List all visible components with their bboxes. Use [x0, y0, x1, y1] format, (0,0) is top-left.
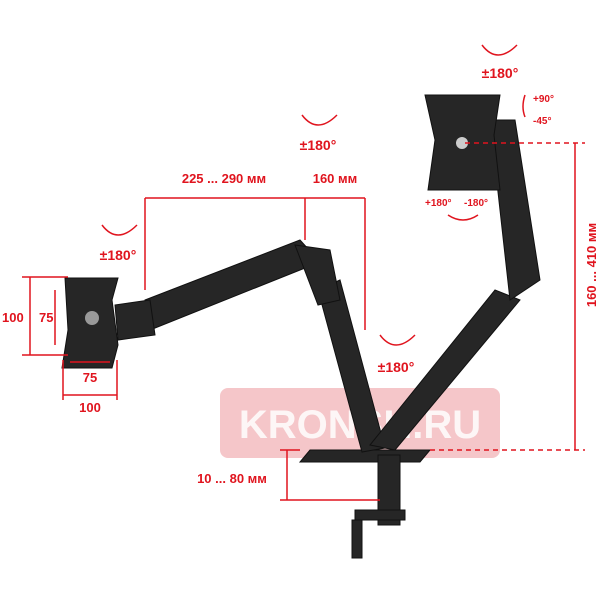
tilt-down-label: -45° — [533, 116, 551, 127]
vesa-inner-width-label: 75 — [83, 370, 97, 385]
rotate-arrow-icon — [101, 224, 138, 236]
vesa-outer-height-label: 100 — [2, 310, 24, 325]
clamp-post — [377, 454, 401, 526]
left-arm-joint — [294, 244, 341, 306]
swivel-arrow-icon — [447, 214, 479, 221]
monitor-arm — [61, 94, 541, 559]
rotate-arrow-icon — [481, 44, 518, 56]
right-arm-vertical — [489, 119, 541, 301]
vesa-inner-height-label: 75 — [39, 310, 53, 325]
clamp-screw — [351, 519, 363, 559]
left-arm-upper — [144, 239, 321, 331]
rotation-label-top-right: ±180° — [482, 65, 519, 81]
dimension-lines — [22, 142, 585, 501]
vesa-outer-width-label: 100 — [79, 400, 101, 415]
rotation-label-bottom: ±180° — [378, 359, 415, 375]
tilt-up-label: +90° — [533, 94, 554, 105]
arm-segment-label: 160 мм — [313, 171, 358, 186]
height-range-label: 160 ... 410 мм — [584, 223, 599, 307]
desk-thickness-label: 10 ... 80 мм — [197, 471, 267, 486]
left-tilt-head — [114, 299, 156, 341]
rotate-arrow-icon — [379, 334, 416, 346]
swivel-plus-label: +180° — [425, 198, 452, 209]
rotate-arrow-icon — [301, 114, 338, 126]
rotation-label-middle: ±180° — [300, 137, 337, 153]
arm-extension-label: 225 ... 290 мм — [182, 171, 266, 186]
swivel-minus-label: -180° — [464, 198, 488, 209]
tilt-arrow-icon — [522, 94, 526, 118]
rotation-label-left: ±180° — [100, 247, 137, 263]
rotation-arrows — [101, 44, 526, 346]
right-arm — [369, 289, 521, 451]
clamp-plate — [354, 509, 406, 521]
